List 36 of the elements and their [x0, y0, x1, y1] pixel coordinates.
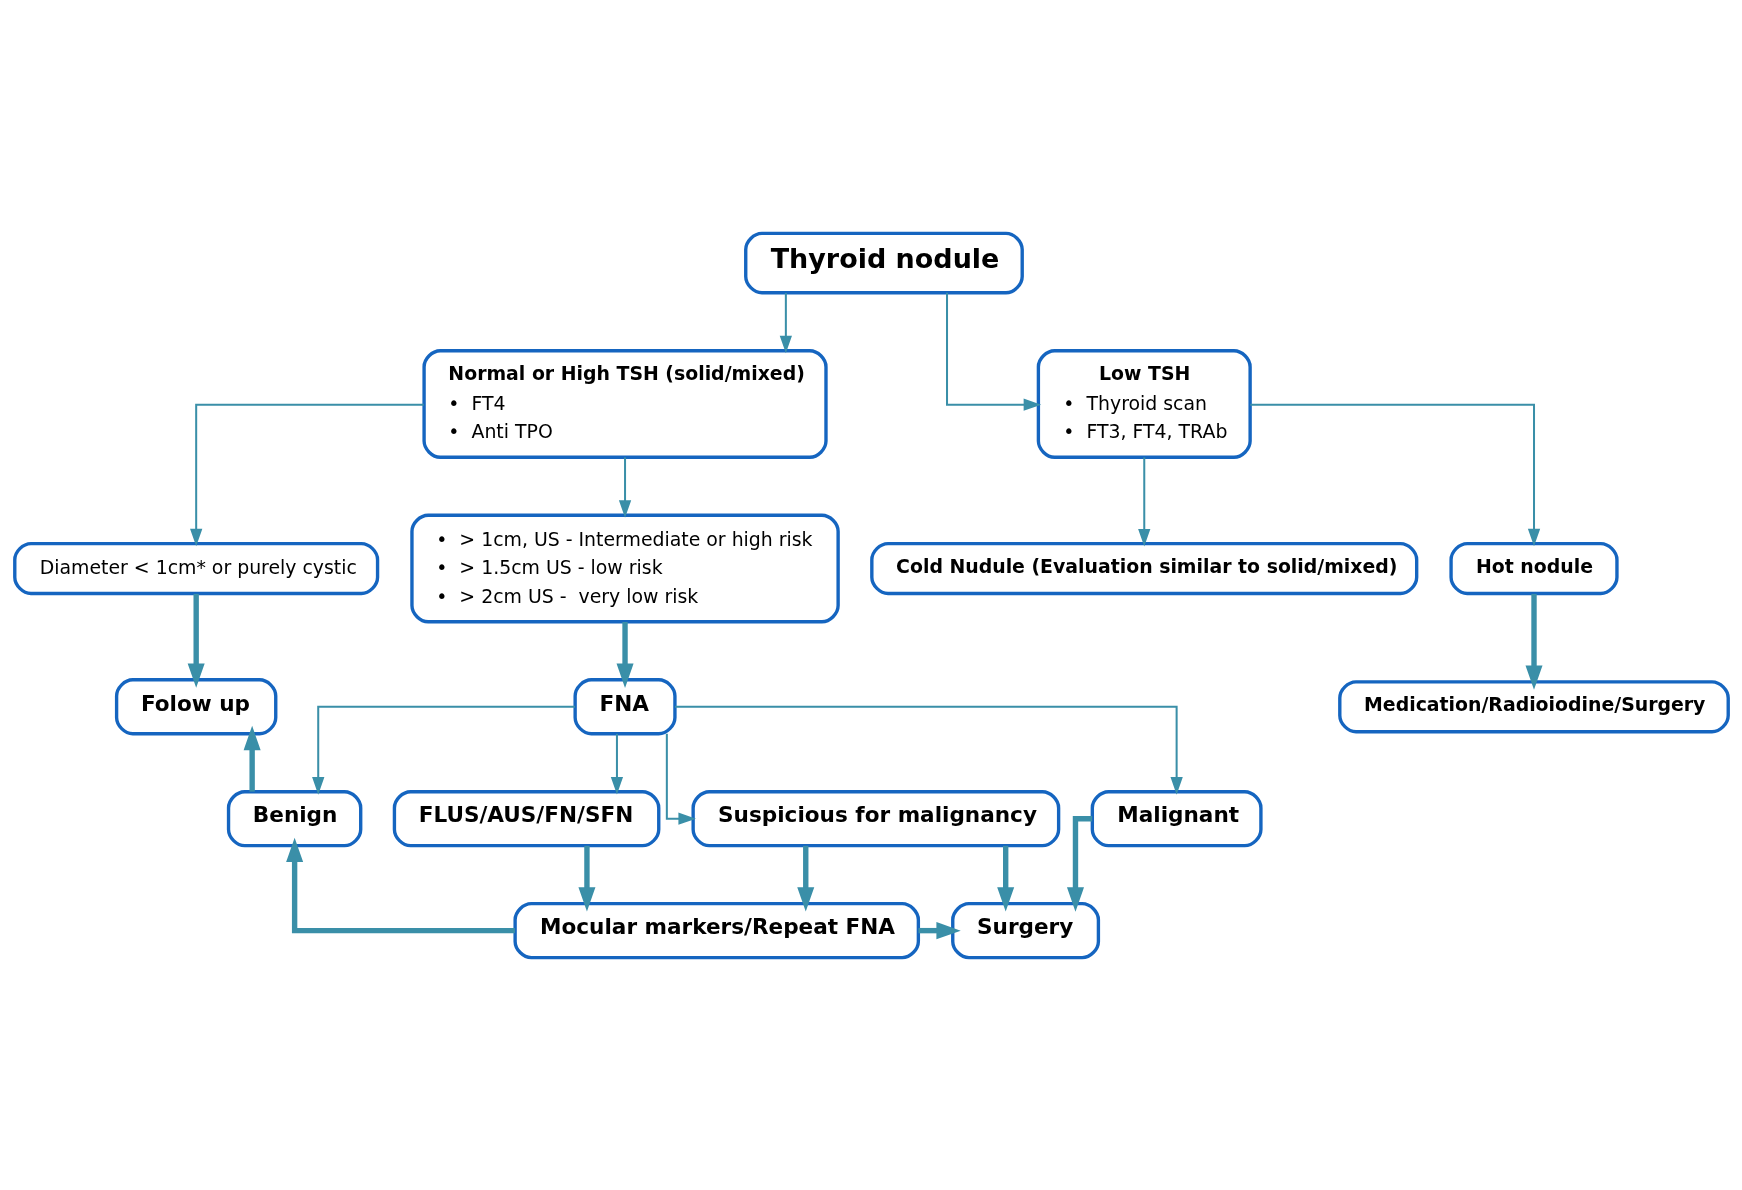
arrow — [618, 456, 631, 518]
node-box: Surgery — [950, 901, 1100, 959]
node-box: FNA — [572, 677, 677, 735]
arrow — [285, 837, 515, 933]
node-box: Hot nodule — [1448, 541, 1619, 595]
arrow — [674, 705, 1183, 795]
arrow — [779, 292, 792, 353]
node-box: Cold Nudule (Evaluation similar to solid/mixed) — [869, 541, 1418, 595]
arrow — [665, 733, 696, 825]
arrow — [311, 705, 575, 795]
node-box: Diameter < 1cm* or purely cystic — [12, 541, 379, 595]
arrow — [996, 845, 1014, 912]
arrow — [189, 403, 424, 546]
arrow — [796, 845, 814, 912]
arrow — [1066, 815, 1092, 912]
arrow — [610, 733, 623, 795]
node-box: Malignant — [1090, 789, 1263, 847]
node-box: Medication/Radioiodine/Surgery — [1337, 679, 1730, 733]
node-box: Suspicious for malignancy — [690, 789, 1060, 847]
node-box: Benign — [226, 789, 362, 847]
node-box: Thyroid nodule — [743, 231, 1024, 294]
node-box: Normal or High TSH (solid/mixed) • FT4 • Anti TPO — [421, 348, 828, 459]
node-box: • > 1cm, US - Intermediate or high risk • > 1.5cm US - low risk • > 2cm US - very low risk — [409, 513, 840, 623]
node-box: Mocular markers/Repeat FNA — [512, 901, 920, 959]
node-box: Folow up — [114, 677, 277, 735]
arrow — [187, 593, 205, 688]
node-box: Low TSH • Thyroid scan • FT3, FT4, TRAb — [1036, 348, 1252, 459]
arrow — [577, 845, 595, 912]
node-box: FLUS/AUS/FN/SFN — [392, 789, 660, 847]
arrow — [945, 292, 1041, 411]
arrow — [243, 725, 261, 792]
arrow — [917, 921, 961, 939]
arrow — [1525, 593, 1543, 690]
arrow — [1249, 403, 1540, 546]
arrow — [1137, 456, 1150, 546]
arrow — [616, 621, 634, 688]
